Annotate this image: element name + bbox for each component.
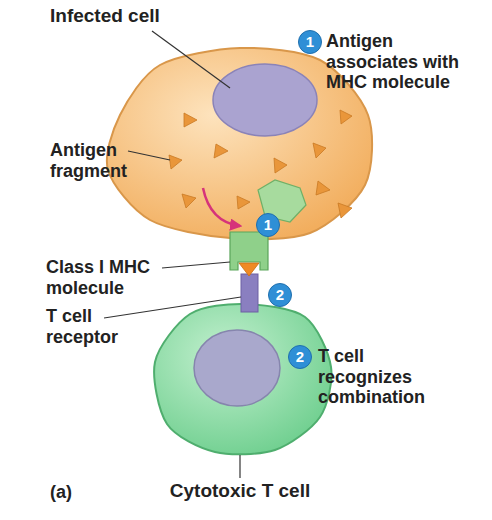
- part-label: T cell receptor: [46, 306, 128, 347]
- callout-number: 1: [298, 30, 322, 54]
- callout-circle: [289, 346, 312, 369]
- callout-number: 2: [288, 345, 312, 369]
- cell-shape: [145, 302, 335, 455]
- callout-circle: [299, 31, 322, 54]
- panel-label: (a): [50, 482, 110, 503]
- leader-line: [162, 262, 230, 268]
- part-label: Class I MHC molecule: [46, 257, 168, 298]
- cell-label: Cytotoxic T cell: [135, 480, 345, 502]
- cytotoxic-t-cell: Cytotoxic T cell: [145, 302, 335, 455]
- step-description: Antigen associates with MHC molecule: [326, 31, 478, 93]
- callout-number: 1: [256, 213, 280, 237]
- cell-label: Infected cell: [50, 5, 250, 27]
- callout-circle: [269, 284, 292, 307]
- callout-circle: [257, 214, 280, 237]
- part-label: Antigen fragment: [50, 140, 132, 181]
- presented-antigen: [239, 263, 259, 276]
- callout-number: 2: [268, 283, 292, 307]
- cell-membrane: [154, 304, 331, 454]
- callout-number: 2: [288, 345, 312, 369]
- leader-line: [239, 455, 240, 478]
- step-description: T cell recognizes combination: [318, 346, 444, 408]
- callout-number: 1: [298, 30, 322, 54]
- callout-number: 2: [268, 283, 292, 307]
- callout-number: 1: [256, 213, 280, 237]
